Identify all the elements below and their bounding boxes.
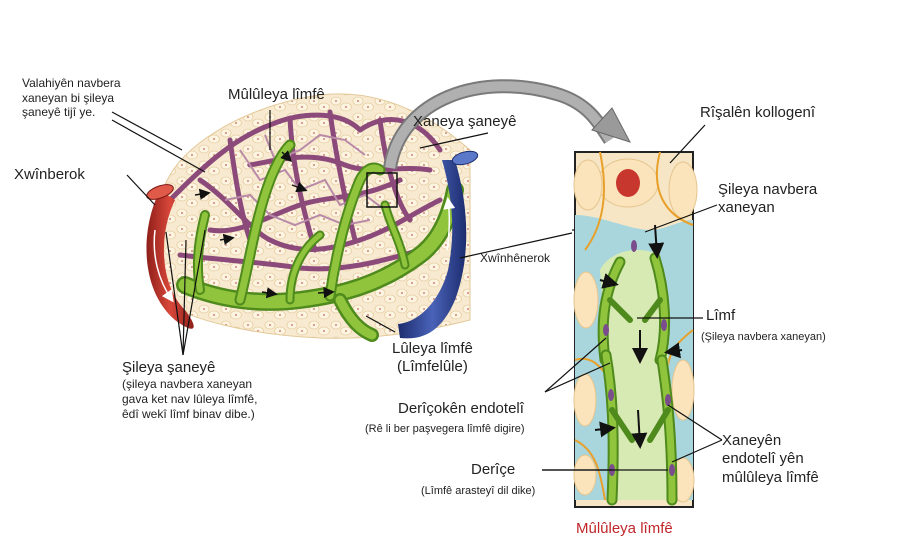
tissue-fluid-line-2: gava ket nav lûleya lîmfê, [122,391,258,406]
lymph-flow-arrows-left [194,150,335,299]
leader-lines [111,110,723,471]
artery-vessel [146,184,194,329]
lymph-vessel-line-1: Lûleya lîmfê [392,340,473,357]
interstitial-note-line-3: şaneyê tijî ye. [22,105,96,120]
lymph-sub-label: (Şileya navbera xaneyan) [701,331,826,343]
interstitial-fluid-line-1: Şileya navbera [718,181,818,198]
door-label: Derîçe [471,461,516,478]
lymph-vessel-line-2: (Lîmfelûle) [397,358,468,376]
endothelial-cells-label: Xaneyên endotelî yên mûlûleya lîmfê [722,432,819,487]
endothelial-flaps-label: Derîçokên endotelî [398,400,524,417]
endothelial-cells-line-2: endotelî yên [722,450,804,468]
zoom-indicator [366,79,632,208]
door-sub-label: (Lîmfê arasteyî dil dike) [421,485,536,497]
vein-vessel [398,150,479,339]
lymph-capillary-left [176,139,464,342]
tissue-fluid-title: Şileya şaneyê [122,359,216,376]
collagen-label: Rîşalên kollogenî [700,104,816,121]
interstitial-fluid-label: Şileya navbera xaneyan [718,181,817,218]
zoomed-capillary-panel [573,151,698,508]
endothelial-flaps-sub-label: (Rê li ber paşvegera lîmfê digire) [365,423,525,435]
capillary-bottom-title: Mûlûleya lîmfê [576,520,673,537]
lymph-label: Lîmf [706,307,736,324]
endothelial-cells-line-3: mûlûleya lîmfê [722,468,819,486]
artery-label: Xwînberok [14,166,85,183]
endothelial-cells-line-1: Xaneyên [722,432,782,449]
tissue-cells-label: Xaneya şaneyê [413,113,517,130]
interstitial-fluid-line-2: xaneyan [718,199,775,217]
tissue-fluid-line-1: (şileya navbera xaneyan [122,377,253,392]
tissue-fluid-line-3: êdî wekî lîmf binav dibe.) [122,406,255,421]
interstitial-note-label: Valahiyên navbera xaneyan bi şileya şane… [22,76,121,120]
lymph-vessel-label: Lûleya lîmfê (Lîmfelûle) [392,340,473,377]
interstitial-note-line-2: xaneyan bi şileya [22,90,115,105]
interstitial-note-line-1: Valahiyên navbera [22,76,121,90]
vein-label: Xwînhênerok [480,251,551,265]
tissue-fluid-label: Şileya şaneyê (şileya navbera xaneyan ga… [122,359,257,421]
capillary-top-label: Mûlûleya lîmfê [228,86,325,103]
